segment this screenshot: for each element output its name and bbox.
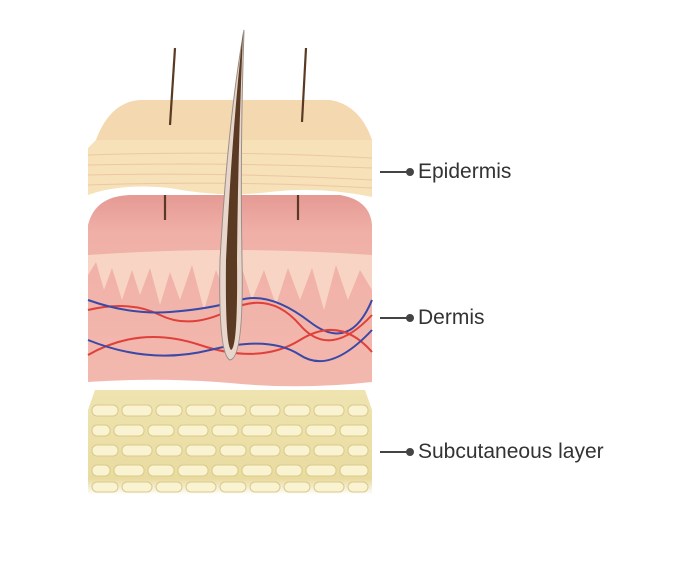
subcutaneous-layer <box>88 390 372 495</box>
hair <box>163 47 308 220</box>
vein <box>87 329 373 363</box>
hair-follicle <box>219 29 245 361</box>
epidermis-label: Epidermis <box>418 160 512 183</box>
subcutaneous-label: Subcutaneous layer <box>418 440 604 463</box>
label-pointers <box>380 168 414 456</box>
artery <box>87 328 373 356</box>
dermis-label: Dermis <box>418 306 485 329</box>
